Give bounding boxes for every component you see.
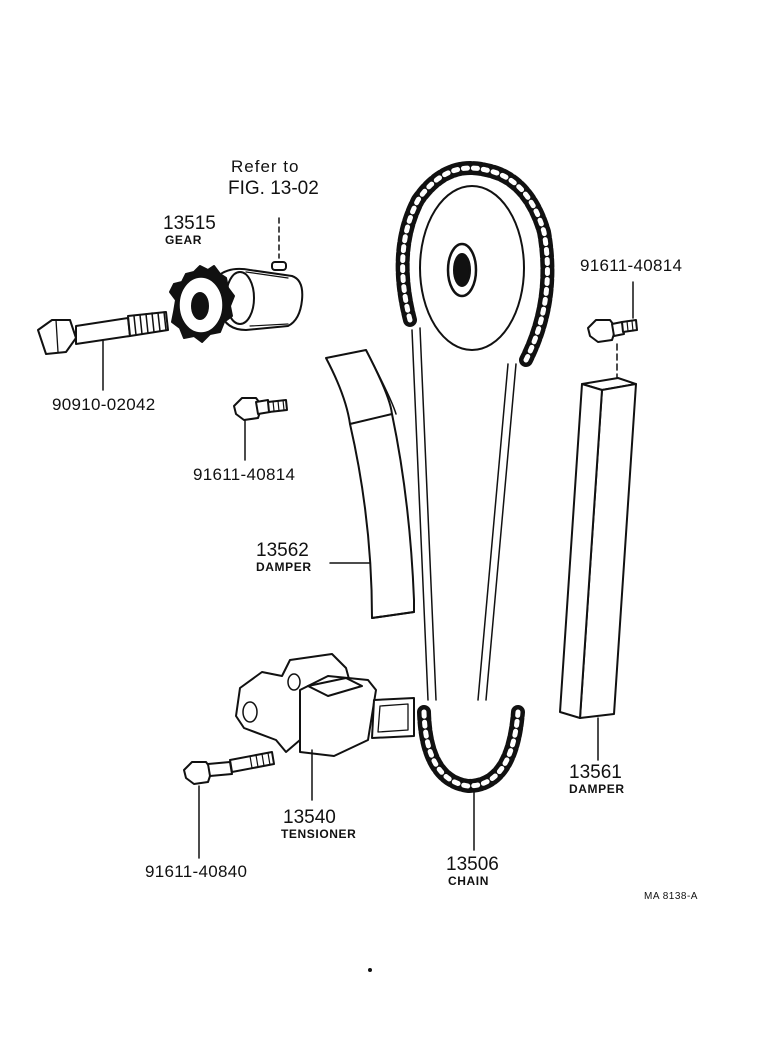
tensioner-number: 13540 — [283, 807, 336, 828]
chain-name: CHAIN — [448, 874, 489, 888]
refer-label: Refer to — [231, 157, 300, 176]
gear-name: GEAR — [165, 233, 203, 247]
damper-curved-drawing — [325, 349, 415, 619]
bolt-upper-left-number: 91611-40814 — [193, 465, 296, 484]
gear-number: 13515 — [163, 213, 216, 234]
gear-bolt-drawing — [37, 311, 169, 391]
gear-drawing — [169, 265, 304, 343]
tensioner-bolt-drawing — [183, 751, 275, 859]
tensioner-drawing — [235, 653, 415, 801]
chain-number: 13506 — [446, 854, 499, 875]
tensioner-name: TENSIONER — [281, 827, 357, 841]
refer-figure-label: FIG. 13-02 — [228, 178, 319, 199]
damper-curved-name: DAMPER — [256, 560, 312, 574]
bolt-upper-left-drawing — [233, 397, 288, 461]
bolt-upper-right-drawing — [587, 281, 638, 379]
damper-straight-name: DAMPER — [569, 782, 625, 796]
gear-bolt-number: 90910-02042 — [52, 395, 156, 414]
chain-drawing — [395, 161, 555, 851]
bolt-upper-right-number: 91611-40814 — [580, 256, 683, 275]
figure-code: MA 8138-A — [644, 891, 698, 902]
damper-curved-number: 13562 — [256, 540, 309, 561]
stray-mark — [368, 968, 372, 972]
damper-straight-drawing — [559, 377, 637, 761]
dowel-pin — [271, 261, 287, 271]
tensioner-bolt-number: 91611-40840 — [145, 862, 248, 881]
damper-straight-number: 13561 — [569, 762, 622, 783]
